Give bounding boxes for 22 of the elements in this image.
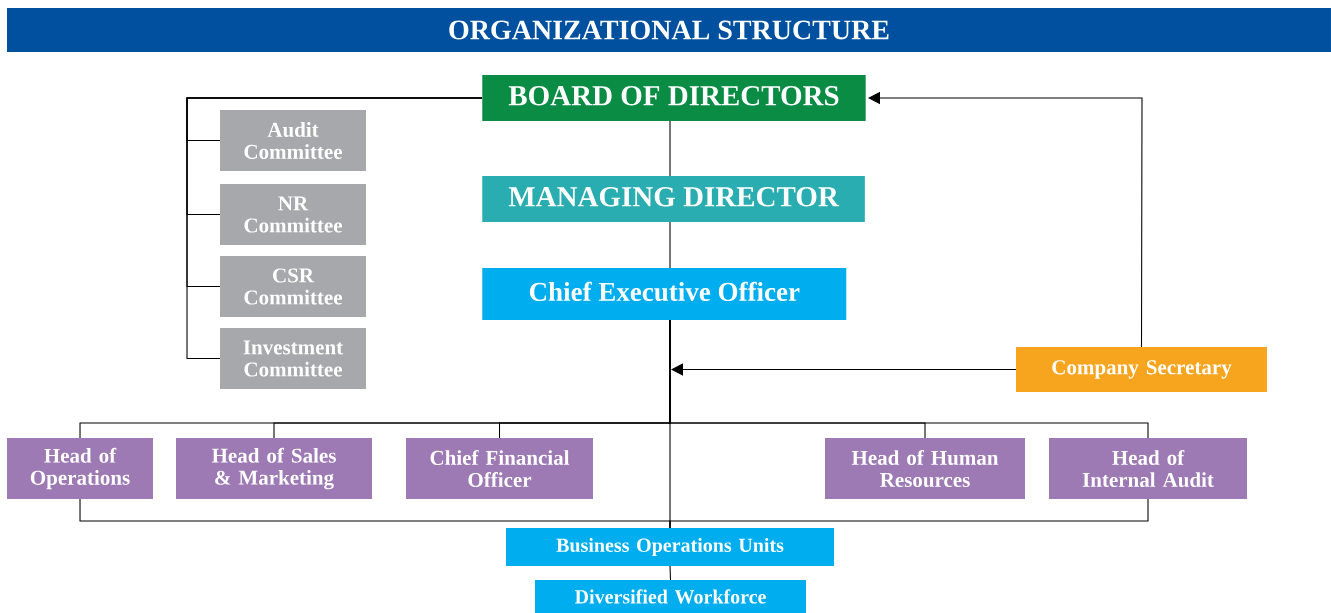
committee-box: NR Committee	[220, 184, 366, 245]
board-box: BOARD OF DIRECTORS	[482, 75, 866, 121]
connector-line	[669, 498, 1149, 529]
head-box: Head of Sales & Marketing	[176, 438, 372, 499]
head-box: Head of Internal Audit	[1049, 438, 1247, 499]
officer-box: Chief Executive Officer	[482, 268, 847, 320]
secretary-box: Company Secretary	[1016, 347, 1267, 392]
committee-box: Investment Committee	[220, 328, 366, 389]
director-box: MANAGING DIRECTOR	[482, 176, 865, 222]
head-box: Head of Operations	[7, 438, 153, 499]
connector-line	[669, 120, 671, 177]
unit-box: Business Operations Units	[506, 528, 834, 566]
title-band: ORGANIZATIONAL STRUCTURE	[7, 8, 1331, 52]
head-box: Chief Financial Officer	[406, 438, 593, 499]
arrow	[671, 363, 1017, 376]
committee-box: CSR Committee	[220, 256, 366, 317]
workforce-box: Diversified Workforce	[535, 580, 806, 613]
connector-line	[669, 565, 672, 581]
head-box: Head of Human Resources	[825, 438, 1025, 499]
connector-line	[186, 97, 483, 360]
connector-line	[669, 221, 671, 269]
committee-box: Audit Committee	[220, 110, 366, 171]
